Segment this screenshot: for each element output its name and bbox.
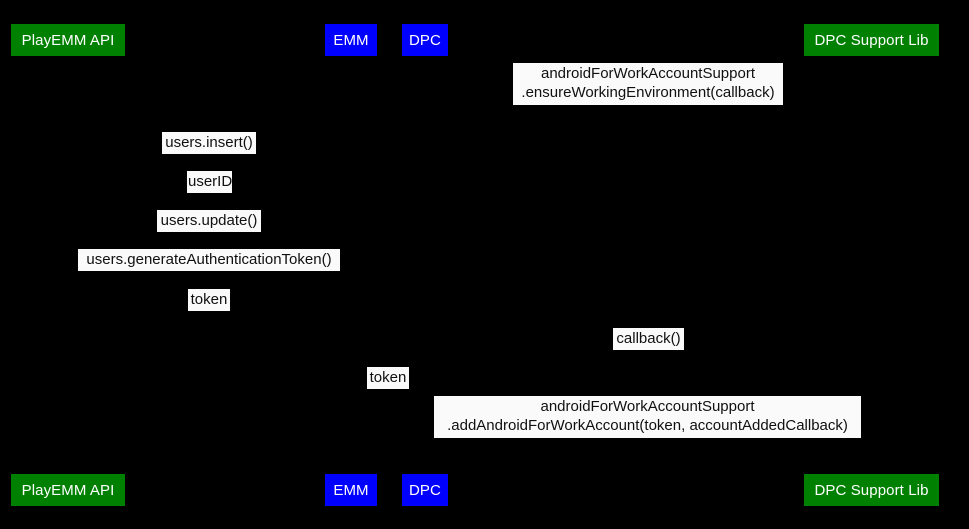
lifeline-emm bbox=[351, 56, 352, 474]
message-label-token-to-emm: token bbox=[188, 289, 230, 311]
message-label-users-update: users.update() bbox=[157, 210, 261, 232]
participant-label: DPC bbox=[409, 481, 441, 499]
message-label-user-id: userID bbox=[187, 171, 232, 193]
participant-label: DPC bbox=[409, 31, 441, 49]
participant-emm[interactable]: EMM bbox=[325, 474, 377, 506]
participant-label: DPC Support Lib bbox=[814, 31, 929, 49]
participant-label: EMM bbox=[333, 31, 369, 49]
message-label-ensure-working-environment: androidForWorkAccountSupport .ensureWork… bbox=[513, 63, 783, 105]
participant-label: PlayEMM API bbox=[21, 481, 115, 499]
message-label-callback: callback() bbox=[613, 328, 684, 350]
participant-label: EMM bbox=[333, 481, 369, 499]
participant-playemm-api[interactable]: PlayEMM API bbox=[11, 24, 125, 56]
participant-dpc[interactable]: DPC bbox=[402, 474, 448, 506]
participant-dpc-support-lib[interactable]: DPC Support Lib bbox=[804, 474, 939, 506]
participant-dpc-support-lib[interactable]: DPC Support Lib bbox=[804, 24, 939, 56]
message-label-token-to-dpc: token bbox=[367, 367, 409, 389]
participant-dpc[interactable]: DPC bbox=[402, 24, 448, 56]
participant-label: DPC Support Lib bbox=[814, 481, 929, 499]
participant-emm[interactable]: EMM bbox=[325, 24, 377, 56]
message-label-users-insert: users.insert() bbox=[162, 132, 256, 154]
lifeline-dpc bbox=[425, 56, 426, 474]
message-label-add-android-for-work-account: androidForWorkAccountSupport .addAndroid… bbox=[434, 396, 861, 438]
participant-playemm-api[interactable]: PlayEMM API bbox=[11, 474, 125, 506]
participant-label: PlayEMM API bbox=[21, 31, 115, 49]
lifeline-dpc-support-lib bbox=[871, 56, 872, 474]
message-label-users-generate-authentication-token: users.generateAuthenticationToken() bbox=[78, 249, 340, 271]
lifeline-playemm-api bbox=[68, 56, 69, 474]
